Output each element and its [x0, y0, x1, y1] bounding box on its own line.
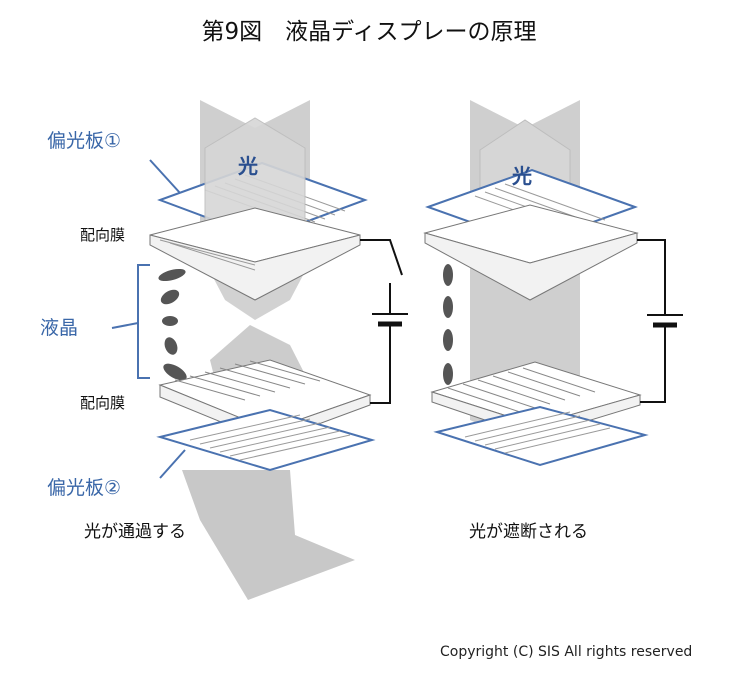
polarizer-1-label: 偏光板① — [47, 130, 122, 152]
alignment-film-bottom-left-ridges — [174, 360, 321, 401]
liquid-crystal-label: 液晶 — [40, 317, 79, 339]
left-assembly — [111, 100, 408, 600]
left-light-output-arrow — [182, 470, 355, 600]
page-title: 第9図 液晶ディスプレーの原理 — [201, 19, 537, 45]
right-polarizer-2-plate — [433, 405, 649, 467]
alignment-film-top-left-ridges — [159, 239, 256, 271]
light-label-right: 光 — [512, 164, 532, 188]
right-polarizer-2-stripes — [464, 411, 611, 454]
right-lc-molecule-3 — [443, 329, 453, 351]
alignment-film-top-label: 配向膜 — [80, 226, 126, 244]
right-lc-molecule-1 — [443, 264, 453, 286]
copyright-text: Copyright (C) SIS All rights reserved — [440, 644, 693, 660]
right-lc-molecule-2 — [443, 296, 453, 318]
caption-right: 光が遮断される — [469, 522, 588, 542]
alignment-film-top-right-edge — [424, 232, 638, 301]
polarizer-2-pointer — [159, 449, 186, 479]
light-label-left: 光 — [238, 154, 258, 178]
lc-molecule-5 — [163, 363, 187, 381]
polarizer-1-pointer — [149, 159, 181, 194]
right-circuit — [637, 239, 683, 403]
right-lc-molecules — [443, 264, 453, 385]
alignment-film-bottom-label: 配向膜 — [80, 394, 126, 412]
right-assembly — [423, 100, 683, 467]
polarizer-2-stripes — [189, 414, 351, 461]
lc-molecule-2 — [160, 289, 180, 305]
lc-molecule-4 — [164, 337, 178, 355]
lc-molecule-3 — [162, 316, 178, 326]
liquid-crystal-molecules — [158, 268, 187, 381]
alignment-film-bottom-right-ridges — [447, 367, 596, 413]
liquid-crystal-bracket — [111, 264, 150, 379]
polarizer-2-label: 偏光板② — [47, 477, 122, 499]
polarizer-2-plate — [156, 408, 376, 472]
caption-left: 光が通過する — [84, 522, 186, 542]
right-lc-molecule-4 — [443, 363, 453, 385]
lc-molecule-1 — [158, 268, 186, 282]
left-circuit — [360, 239, 408, 404]
